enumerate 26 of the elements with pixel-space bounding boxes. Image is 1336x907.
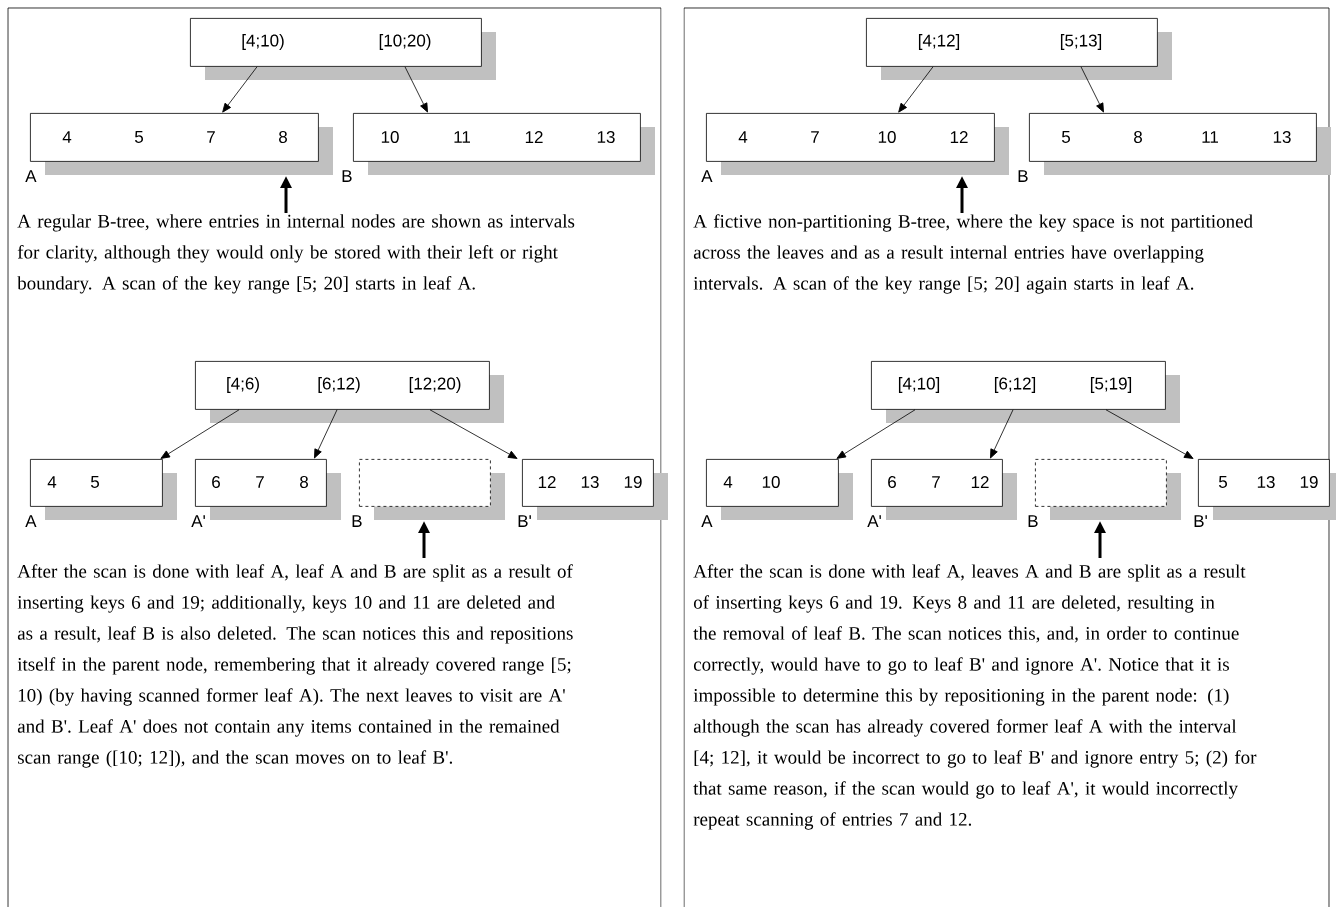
pointer-arrow: [314, 409, 338, 459]
panel: [683, 7, 1330, 907]
pointer-arrow: [429, 409, 518, 459]
pointer-arrow: [1080, 66, 1104, 113]
pointer-arrow: [160, 409, 240, 459]
index-box: [4;12] [5;13]: [866, 18, 1172, 80]
paragraph: After the scan is done with leaf A, leaf A and B are split as a result of inserting keys 6 and 19; additionally, keys 10 and 11 are deleted and as a result, leaf B is also deleted. The scan notices this and repositions itself in the parent node, remembering that it already covered range [5; 10) (by having scanned former leaf A). The next leaves to visit are A' and B'. Leaf A' does not contain any items contained in the remained scan range ([10; 12]), and the scan moves on to leaf B'.: [17, 564, 573, 768]
paragraph: After the scan is done with leaf A, leaves A and B are split as a result of inserting keys 6 and 19. Keys 8 and 11 are deleted, resulting in the removal of leaf B. The scan notices this, and, in order to continue correctly, would have to go to leaf B' and ignore A'. Notice that it is impossible to determine this by repositioning in the parent node: (1) although the scan has already covered former leaf A with the interval [4; 12], it would be incorrect to go to leaf B' and ignore entry 5; (2) for that same reason, if the scan would go to leaf A', it would incorrectly repeat scanning of entries 7 and 12.: [693, 564, 1257, 830]
paragraph: A fictive non-partitioning B-tree, where the key space is not partitioned across the leaves and as a result internal entries have overlapping intervals. A scan of the key range [5; 20] again starts in leaf A.: [693, 214, 1253, 294]
pointer-arrow: [898, 66, 934, 113]
paragraph: A regular B-tree, where entries in internal nodes are shown as intervals for clarity, although they would only be stored with their left or right boundary. A scan of the key range [5; 20] starts in leaf A.: [17, 214, 575, 294]
panel: [7, 7, 662, 907]
index-box: [4;10) [10;20): [190, 18, 496, 80]
leaf-label: B: [1028, 515, 1038, 527]
pointer-arrow: [222, 66, 258, 113]
pointer-arrow: [836, 409, 916, 459]
leaf-label: B: [1018, 170, 1028, 182]
index-box: [4;6) [6;12) [12;20): [195, 361, 504, 423]
leaf-box: 10 11 12 13: [353, 113, 655, 175]
index-box: [4;10] [6;12] [5;19]: [871, 361, 1180, 423]
pointer-arrow: [404, 66, 428, 113]
leaf-label: B: [352, 515, 362, 527]
leaf-label: B: [342, 170, 352, 182]
pointer-arrow: [1105, 409, 1194, 459]
pointer-arrow: [990, 409, 1014, 459]
leaf-box: 5 8 11 13: [1029, 113, 1331, 175]
